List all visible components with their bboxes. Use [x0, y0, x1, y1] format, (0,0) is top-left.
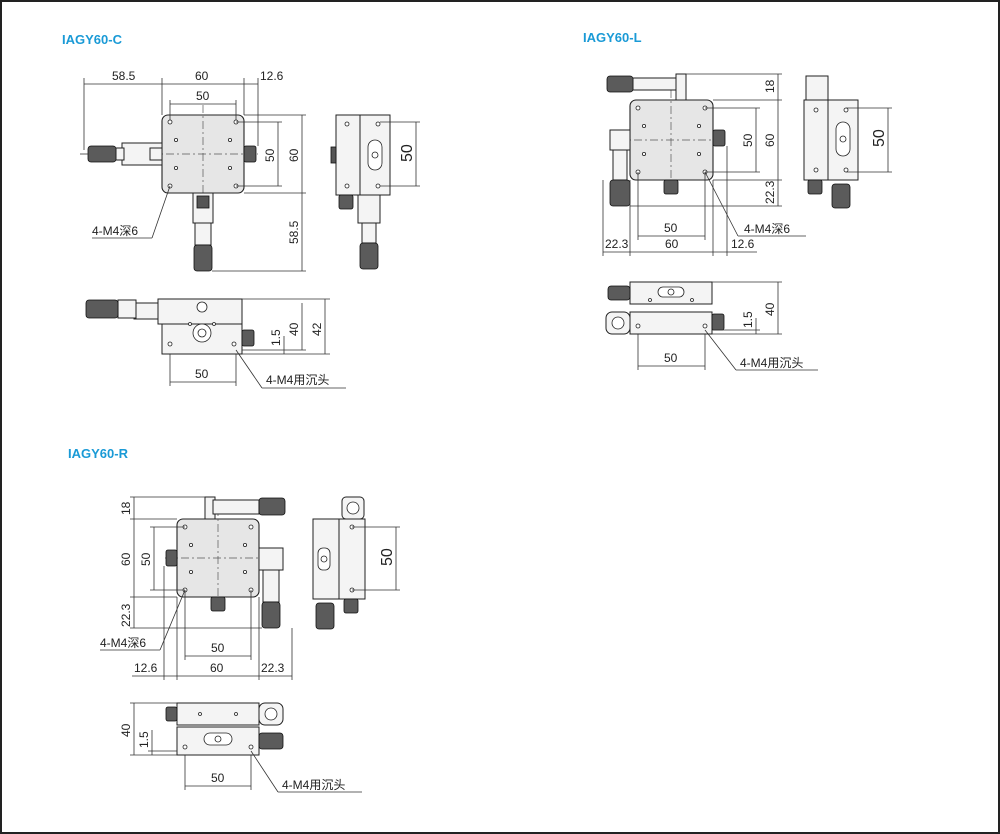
r-micrometer-knob-top [258, 497, 286, 516]
c-front-view [85, 298, 255, 355]
r-dim-60-bottom: 60 [210, 661, 224, 675]
l-top-view [606, 73, 726, 207]
r-dim-60-left: 60 [119, 552, 133, 566]
c-dim-50-side: 50 [399, 144, 416, 162]
c-side-view: 50 [330, 114, 420, 270]
r-micrometer-knob-right [261, 601, 281, 629]
r-top-dims: 18 60 50 22.3 4-M4深6 50 12.6 60 22.3 [100, 496, 293, 680]
r-front-dims: 40 1.5 50 4-M4用沉头 [119, 702, 362, 793]
r-front-view [165, 702, 284, 756]
l-dim-50-front: 50 [664, 351, 678, 365]
r-dim-50-side: 50 [379, 548, 396, 566]
r-dim-12-6: 12.6 [134, 661, 158, 675]
c-micrometer-y-knob [193, 244, 213, 272]
r-top-view [165, 496, 286, 629]
r-dim-50-front: 50 [211, 771, 225, 785]
c-note-counterbore: 4-M4用沉头 [266, 373, 329, 387]
l-micrometer-knob-top [606, 75, 634, 93]
r-note-tapped: 4-M4深6 [100, 636, 146, 650]
l-dim-1-5: 1.5 [741, 311, 755, 328]
r-dim-1-5: 1.5 [137, 731, 151, 748]
l-dim-22-3-right: 22.3 [763, 180, 777, 204]
model-title-r: IAGY60-R [68, 446, 128, 461]
model-title-l: IAGY60-L [583, 30, 642, 45]
l-top-dims: 18 50 60 22.3 22.3 60 12.6 50 4-M4深6 [602, 73, 806, 256]
c-front-dims: 42 40 1.5 50 4-M4用沉头 [169, 298, 346, 389]
l-dim-18: 18 [763, 79, 777, 93]
c-dim-58-5-right: 58.5 [287, 220, 301, 244]
l-side-view: 50 [803, 75, 892, 209]
r-dim-22-3-left: 22.3 [119, 603, 133, 627]
panel-l: 18 50 60 22.3 22.3 60 12.6 50 4-M4深6 [602, 73, 892, 371]
l-micrometer-knob-left [609, 179, 631, 207]
c-dim-42: 42 [310, 322, 324, 336]
c-dim-1-5: 1.5 [269, 329, 283, 346]
c-dim-50-right: 50 [263, 148, 277, 162]
c-top-view [80, 105, 258, 272]
l-dim-40: 40 [763, 302, 777, 316]
l-dim-22-3-bottom: 22.3 [605, 237, 629, 251]
model-title-c: IAGY60-C [62, 32, 122, 47]
l-front-dims: 40 1.5 50 4-M4用沉头 [637, 281, 818, 371]
r-dim-40: 40 [119, 723, 133, 737]
l-dim-60-right: 60 [763, 133, 777, 147]
r-note-counterbore: 4-M4用沉头 [282, 778, 345, 792]
r-dim-50-mid: 50 [211, 641, 225, 655]
c-dim-40: 40 [287, 322, 301, 336]
r-dim-18: 18 [119, 501, 133, 515]
panel-c: 58.5 60 12.6 50 50 60 58.5 4-M4深6 [80, 69, 420, 389]
r-side-view: 50 [312, 496, 400, 630]
c-dim-60-right: 60 [287, 148, 301, 162]
l-dim-50-bottom: 50 [664, 221, 678, 235]
c-side-lower [335, 114, 361, 196]
l-dim-50-right: 50 [741, 133, 755, 147]
l-dim-12-6-bottom: 12.6 [731, 237, 755, 251]
panel-r: 18 60 50 22.3 4-M4深6 50 12.6 60 22.3 [100, 496, 400, 793]
c-top-dims: 58.5 60 12.6 50 50 60 58.5 4-M4深6 [83, 69, 306, 272]
c-dim-50-bottom: 50 [195, 367, 209, 381]
l-note-tapped: 4-M4深6 [744, 222, 790, 236]
r-dim-22-3-bottom: 22.3 [261, 661, 285, 675]
c-dim-58-5-top: 58.5 [112, 69, 136, 83]
c-micrometer-x-knob [87, 145, 117, 163]
l-dim-60-bottom: 60 [665, 237, 679, 251]
l-front-view [605, 281, 725, 335]
l-note-counterbore: 4-M4用沉头 [740, 356, 803, 370]
c-dim-50-top: 50 [196, 89, 210, 103]
l-dim-50-side: 50 [871, 129, 888, 147]
c-note-tapped: 4-M4深6 [92, 224, 138, 238]
r-dim-50-left: 50 [139, 552, 153, 566]
c-dim-60-top: 60 [195, 69, 209, 83]
c-dim-12-6-top: 12.6 [260, 69, 284, 83]
